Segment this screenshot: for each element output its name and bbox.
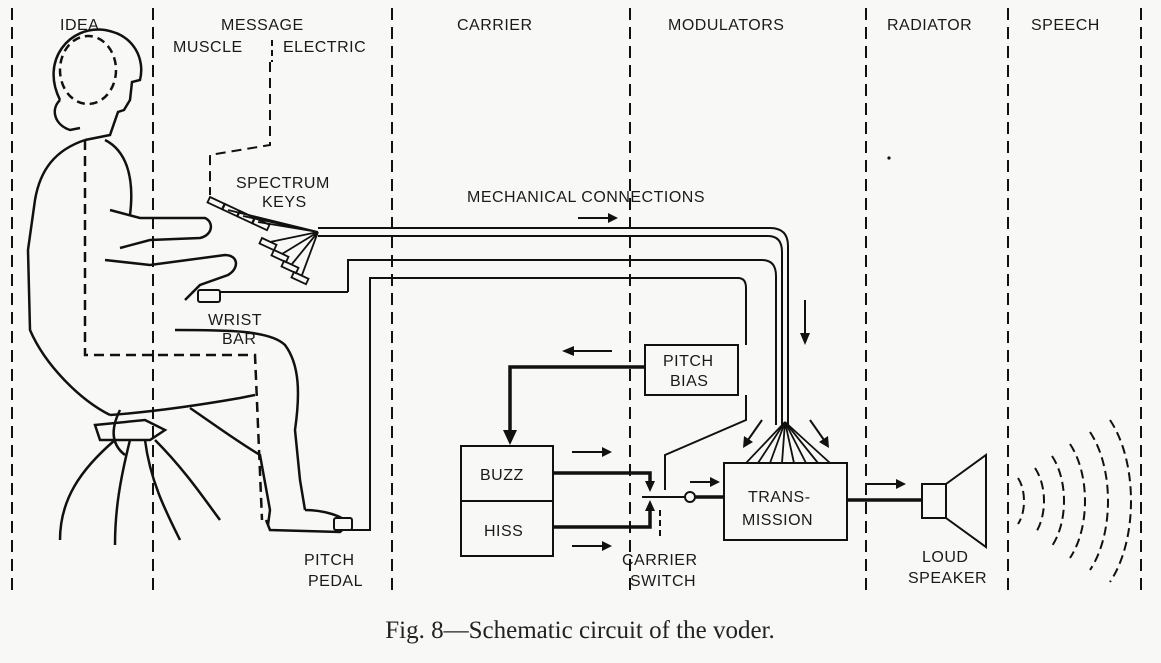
- label-carrier-switch-1: CARRIER: [622, 552, 698, 569]
- hiss-arrow: [572, 541, 612, 551]
- column-header-carrier: CARRIER: [457, 17, 533, 34]
- hiss-switch-arrowhead: [645, 500, 655, 511]
- stray-dot: [887, 156, 891, 160]
- buzz-label: BUZZ: [480, 467, 524, 484]
- figure-caption: Fig. 8—Schematic circuit of the voder.: [385, 617, 775, 644]
- pitch-bias-left-arrow: [562, 346, 612, 356]
- voder-operator-figure: [26, 28, 350, 546]
- carrier-switch: [642, 491, 724, 540]
- spectrum-keys: [206, 195, 319, 286]
- buzz-box: [460, 445, 554, 502]
- nerve-path-brain-to-keys: [209, 62, 271, 195]
- label-bar: BAR: [222, 331, 256, 348]
- fan-right-arrow: [809, 419, 829, 448]
- column-header-radiator: RADIATOR: [887, 17, 972, 34]
- label-keys: KEYS: [262, 194, 307, 211]
- speaker-arrow: [866, 479, 906, 489]
- subheader-muscle: MUSCLE: [173, 39, 243, 56]
- down-arrow: [800, 300, 810, 345]
- hiss-label: HISS: [484, 523, 523, 540]
- column-header-idea: IDEA: [60, 17, 99, 34]
- sound-waves-icon: [1017, 419, 1132, 583]
- transmission-label-2: MISSION: [742, 512, 813, 529]
- mechanical-connection-rods: [218, 227, 789, 425]
- pitch-bias-to-buzz-link: [503, 365, 645, 445]
- label-pitch-pedal-2: PEDAL: [308, 573, 363, 590]
- pitch-bias-to-switch-link: [664, 395, 747, 490]
- loudspeaker-icon: [921, 453, 987, 549]
- key-fan-connections: [745, 421, 831, 464]
- column-header-speech: SPEECH: [1031, 17, 1100, 34]
- pitch-bias-label-2: BIAS: [670, 373, 708, 390]
- column-header-modulators: MODULATORS: [668, 17, 784, 34]
- wrist-bar: [197, 289, 221, 303]
- buzz-arrow: [572, 447, 612, 457]
- pitch-pedal-linkage: [333, 277, 747, 531]
- fan-left-arrow: [743, 419, 763, 448]
- buzz-hiss-to-switch: [553, 471, 652, 529]
- pitch-bias-box: [644, 344, 739, 396]
- column-dividers: [11, 8, 1142, 590]
- label-carrier-switch-2: SWITCH: [630, 573, 696, 590]
- label-wrist: WRIST: [208, 312, 262, 329]
- label-loud: LOUD: [922, 549, 968, 566]
- label-pitch-pedal-1: PITCH: [304, 552, 355, 569]
- buzz-switch-arrowhead: [645, 481, 655, 492]
- mechanical-connection-arrow: [578, 213, 618, 223]
- column-header-message: MESSAGE: [221, 17, 304, 34]
- label-spectrum: SPECTRUM: [236, 175, 330, 192]
- label-speaker: SPEAKER: [908, 570, 987, 587]
- switch-to-transmission-arrow: [690, 477, 720, 487]
- transmission-label-1: TRANS-: [748, 489, 811, 506]
- pitch-bias-label-1: PITCH: [663, 353, 714, 370]
- subheader-electric: ELECTRIC: [283, 39, 366, 56]
- label-mechanical-connections: MECHANICAL CONNECTIONS: [467, 189, 705, 206]
